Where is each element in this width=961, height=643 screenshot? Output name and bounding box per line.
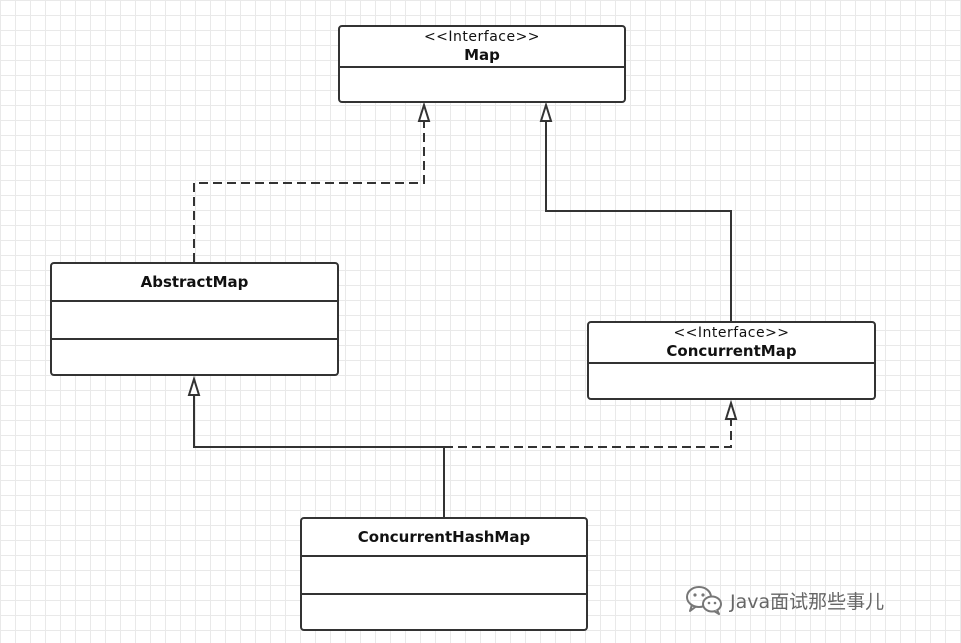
watermark-text: Java面试那些事儿 <box>730 590 885 613</box>
stereotype-label: <<Interface>> <box>423 28 541 45</box>
edge-abstractmap-to-map <box>193 121 425 262</box>
hollow-arrowhead-icon <box>417 101 431 122</box>
class-header: <<Interface>> Map <box>340 27 624 68</box>
class-name: AbstractMap <box>140 272 249 291</box>
stereotype-label: <<Interface>> <box>673 324 790 341</box>
uml-class-concurrenthashmap[interactable]: ConcurrentHashMap <box>300 517 588 631</box>
class-header: AbstractMap <box>52 264 337 302</box>
class-attributes-section <box>302 557 586 595</box>
uml-class-abstractmap[interactable]: AbstractMap <box>50 262 339 376</box>
class-name: ConcurrentHashMap <box>357 527 531 546</box>
hollow-arrowhead-icon <box>187 375 201 396</box>
class-header: ConcurrentHashMap <box>302 519 586 557</box>
uml-class-map[interactable]: <<Interface>> Map <box>338 25 626 103</box>
class-body-section <box>589 364 874 398</box>
edge-concurrentmap-to-map <box>545 121 732 321</box>
class-name: ConcurrentMap <box>666 341 797 360</box>
watermark: Java面试那些事儿 <box>684 585 884 615</box>
wechat-icon <box>684 585 724 615</box>
class-name: Map <box>464 45 500 64</box>
uml-class-concurrentmap[interactable]: <<Interface>> ConcurrentMap <box>587 321 876 400</box>
class-methods-section <box>52 340 337 374</box>
edge-concurrenthashmap-to-abstractmap <box>193 395 445 517</box>
class-methods-section <box>302 595 586 629</box>
edge-concurrenthashmap-to-concurrentmap <box>444 419 732 448</box>
hollow-arrowhead-icon <box>724 399 738 420</box>
hollow-arrowhead-icon <box>539 101 553 122</box>
class-attributes-section <box>52 302 337 340</box>
class-body-section <box>340 68 624 101</box>
class-header: <<Interface>> ConcurrentMap <box>589 323 874 364</box>
